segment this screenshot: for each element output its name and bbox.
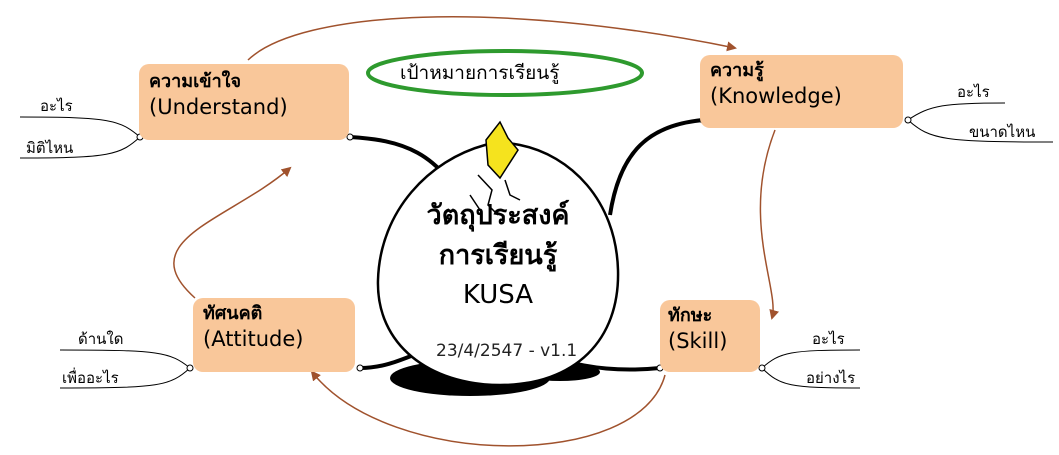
hatch-crack (469, 174, 521, 216)
leaf-skill-1[interactable]: อะไร (812, 330, 845, 348)
arrow-understand-to-knowledge (247, 16, 737, 61)
arrow-attitude-to-understand (173, 166, 292, 299)
chick-icon (485, 120, 519, 180)
node-understand[interactable]: ความเข้าใจ (Understand) (139, 64, 349, 140)
leaf-lines-skill (761, 349, 861, 389)
node-understand-en: (Understand) (149, 95, 288, 119)
leaf-attitude-1[interactable]: ด้านใด (78, 330, 124, 348)
center-line3: KUSA (462, 280, 534, 310)
node-attitude-en: (Attitude) (203, 327, 304, 351)
node-knowledge-th: ความรู้ (710, 60, 764, 81)
center-line1: วัตถุประสงค์ (426, 200, 570, 231)
connector-knowledge (608, 118, 704, 216)
node-skill[interactable]: ทักษะ (Skill) (660, 300, 760, 372)
leaf-understand-2[interactable]: มิติไหน (26, 139, 74, 157)
node-skill-en: (Skill) (668, 329, 728, 353)
node-knowledge-en: (Knowledge) (710, 84, 842, 108)
leaf-understand-1[interactable]: อะไร (40, 97, 73, 115)
center-line2: การเรียนรู้ (438, 240, 558, 271)
node-understand-th: ความเข้าใจ (149, 71, 242, 92)
egg-shape (376, 141, 620, 387)
leaf-lines-knowledge (907, 102, 1054, 143)
goal-oval (366, 49, 644, 97)
node-skill-th: ทักษะ (668, 305, 713, 326)
center-topic: วัตถุประสงค์ การเรียนรู้ KUSA (398, 196, 598, 314)
version-label: 23/4/2547 - v1.1 (436, 341, 578, 361)
arrow-knowledge-to-skill (759, 129, 779, 320)
leaf-attitude-2[interactable]: เพื่ออะไร (62, 369, 119, 387)
goal-label: เป้าหมายการเรียนรู้ (400, 62, 560, 84)
node-attitude[interactable]: ทัศนคติ (Attitude) (193, 298, 355, 372)
node-attitude-th: ทัศนคติ (203, 303, 263, 324)
arrow-skill-to-attitude (310, 370, 666, 447)
leaf-knowledge-2[interactable]: ขนาดไหน (969, 123, 1036, 141)
leaf-lines-understand (19, 116, 141, 159)
node-knowledge[interactable]: ความรู้ (Knowledge) (700, 55, 903, 128)
leaf-skill-2[interactable]: อย่างไร (806, 369, 856, 387)
leaf-knowledge-1[interactable]: อะไร (957, 83, 990, 101)
leaf-lines-attitude (59, 349, 191, 389)
